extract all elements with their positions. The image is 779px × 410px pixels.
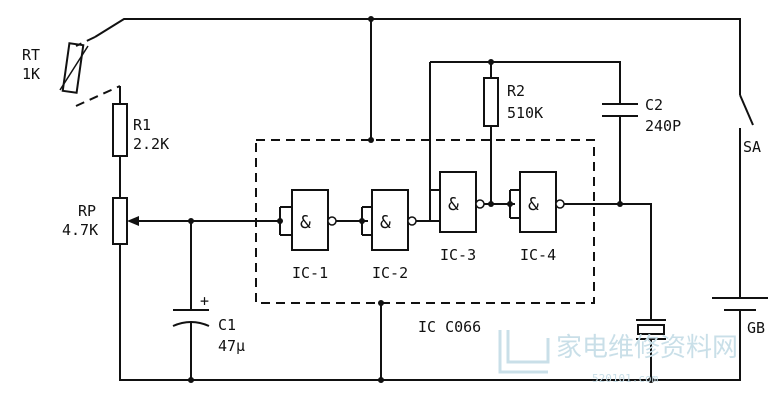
junction-ic4-in bbox=[507, 201, 513, 207]
wire-top-rail bbox=[94, 18, 741, 95]
label-ic3: IC-3 bbox=[440, 246, 476, 264]
junction-c1-gnd bbox=[188, 377, 194, 383]
label-r2-value: 510K bbox=[507, 104, 543, 122]
junction-vcc-box bbox=[368, 137, 374, 143]
wire-ic2-ic3 bbox=[416, 62, 431, 222]
label-c1-name: C1 bbox=[218, 316, 236, 334]
watermark-text: 家电维修资料网 bbox=[556, 333, 738, 363]
wire-rt-bottom bbox=[75, 85, 121, 107]
label-ic1: IC-1 bbox=[292, 264, 328, 282]
thermistor-rt bbox=[61, 42, 85, 94]
label-c2-name: C2 bbox=[645, 96, 663, 114]
resistor-r2 bbox=[483, 77, 499, 127]
label-r1-name: R1 bbox=[133, 116, 151, 134]
gate-ic4-bubble bbox=[555, 199, 565, 209]
gate-ic3-bubble bbox=[475, 199, 485, 209]
label-gb: GB bbox=[747, 319, 765, 337]
label-sa: SA bbox=[743, 138, 761, 156]
label-rp-name: RP bbox=[78, 202, 96, 220]
thermistor-rt-arrow bbox=[59, 45, 89, 91]
label-ic2: IC-2 bbox=[372, 264, 408, 282]
buzzer-element bbox=[637, 324, 665, 335]
label-rp-value: 4.7K bbox=[62, 221, 98, 239]
label-rt-name: RT bbox=[22, 46, 40, 64]
label-c1-value: 47μ bbox=[218, 337, 245, 355]
gate-ic4-symbol: & bbox=[528, 194, 539, 215]
gate-ic2-symbol: & bbox=[380, 212, 391, 233]
resistor-r1 bbox=[112, 103, 128, 157]
label-ic: IC C066 bbox=[418, 318, 481, 336]
gate-ic3-symbol: & bbox=[448, 194, 459, 215]
junction-vcc-top bbox=[368, 16, 374, 22]
label-ic4: IC-4 bbox=[520, 246, 556, 264]
wire-bottom-rail bbox=[119, 244, 741, 381]
label-r2-name: R2 bbox=[507, 82, 525, 100]
wire-ic4-out bbox=[564, 203, 652, 320]
junction-buzzer-gnd bbox=[648, 377, 654, 383]
gate-ic2-bubble bbox=[407, 216, 417, 226]
watermark: 家电维修资料网 520101.com bbox=[498, 330, 738, 385]
potentiometer-rp-wiper-arrow bbox=[127, 216, 139, 226]
ic-c066-box bbox=[255, 139, 595, 304]
label-c1-polarity: + bbox=[200, 292, 209, 310]
junction-ic2-in bbox=[359, 218, 365, 224]
junction-gnd-box bbox=[378, 300, 384, 306]
watermark-url: 520101.com bbox=[592, 372, 659, 385]
gate-ic1-bubble bbox=[327, 216, 337, 226]
junction-gnd-rail bbox=[378, 377, 384, 383]
watermark-logo-icon bbox=[498, 330, 550, 374]
gate-ic1-symbol: & bbox=[300, 212, 311, 233]
switch-sa bbox=[739, 94, 754, 126]
potentiometer-rp bbox=[112, 197, 128, 245]
junction-ic1-in bbox=[277, 218, 283, 224]
label-r1-value: 2.2K bbox=[133, 135, 169, 153]
label-c2-value: 240P bbox=[645, 117, 681, 135]
label-rt-value: 1K bbox=[22, 65, 40, 83]
